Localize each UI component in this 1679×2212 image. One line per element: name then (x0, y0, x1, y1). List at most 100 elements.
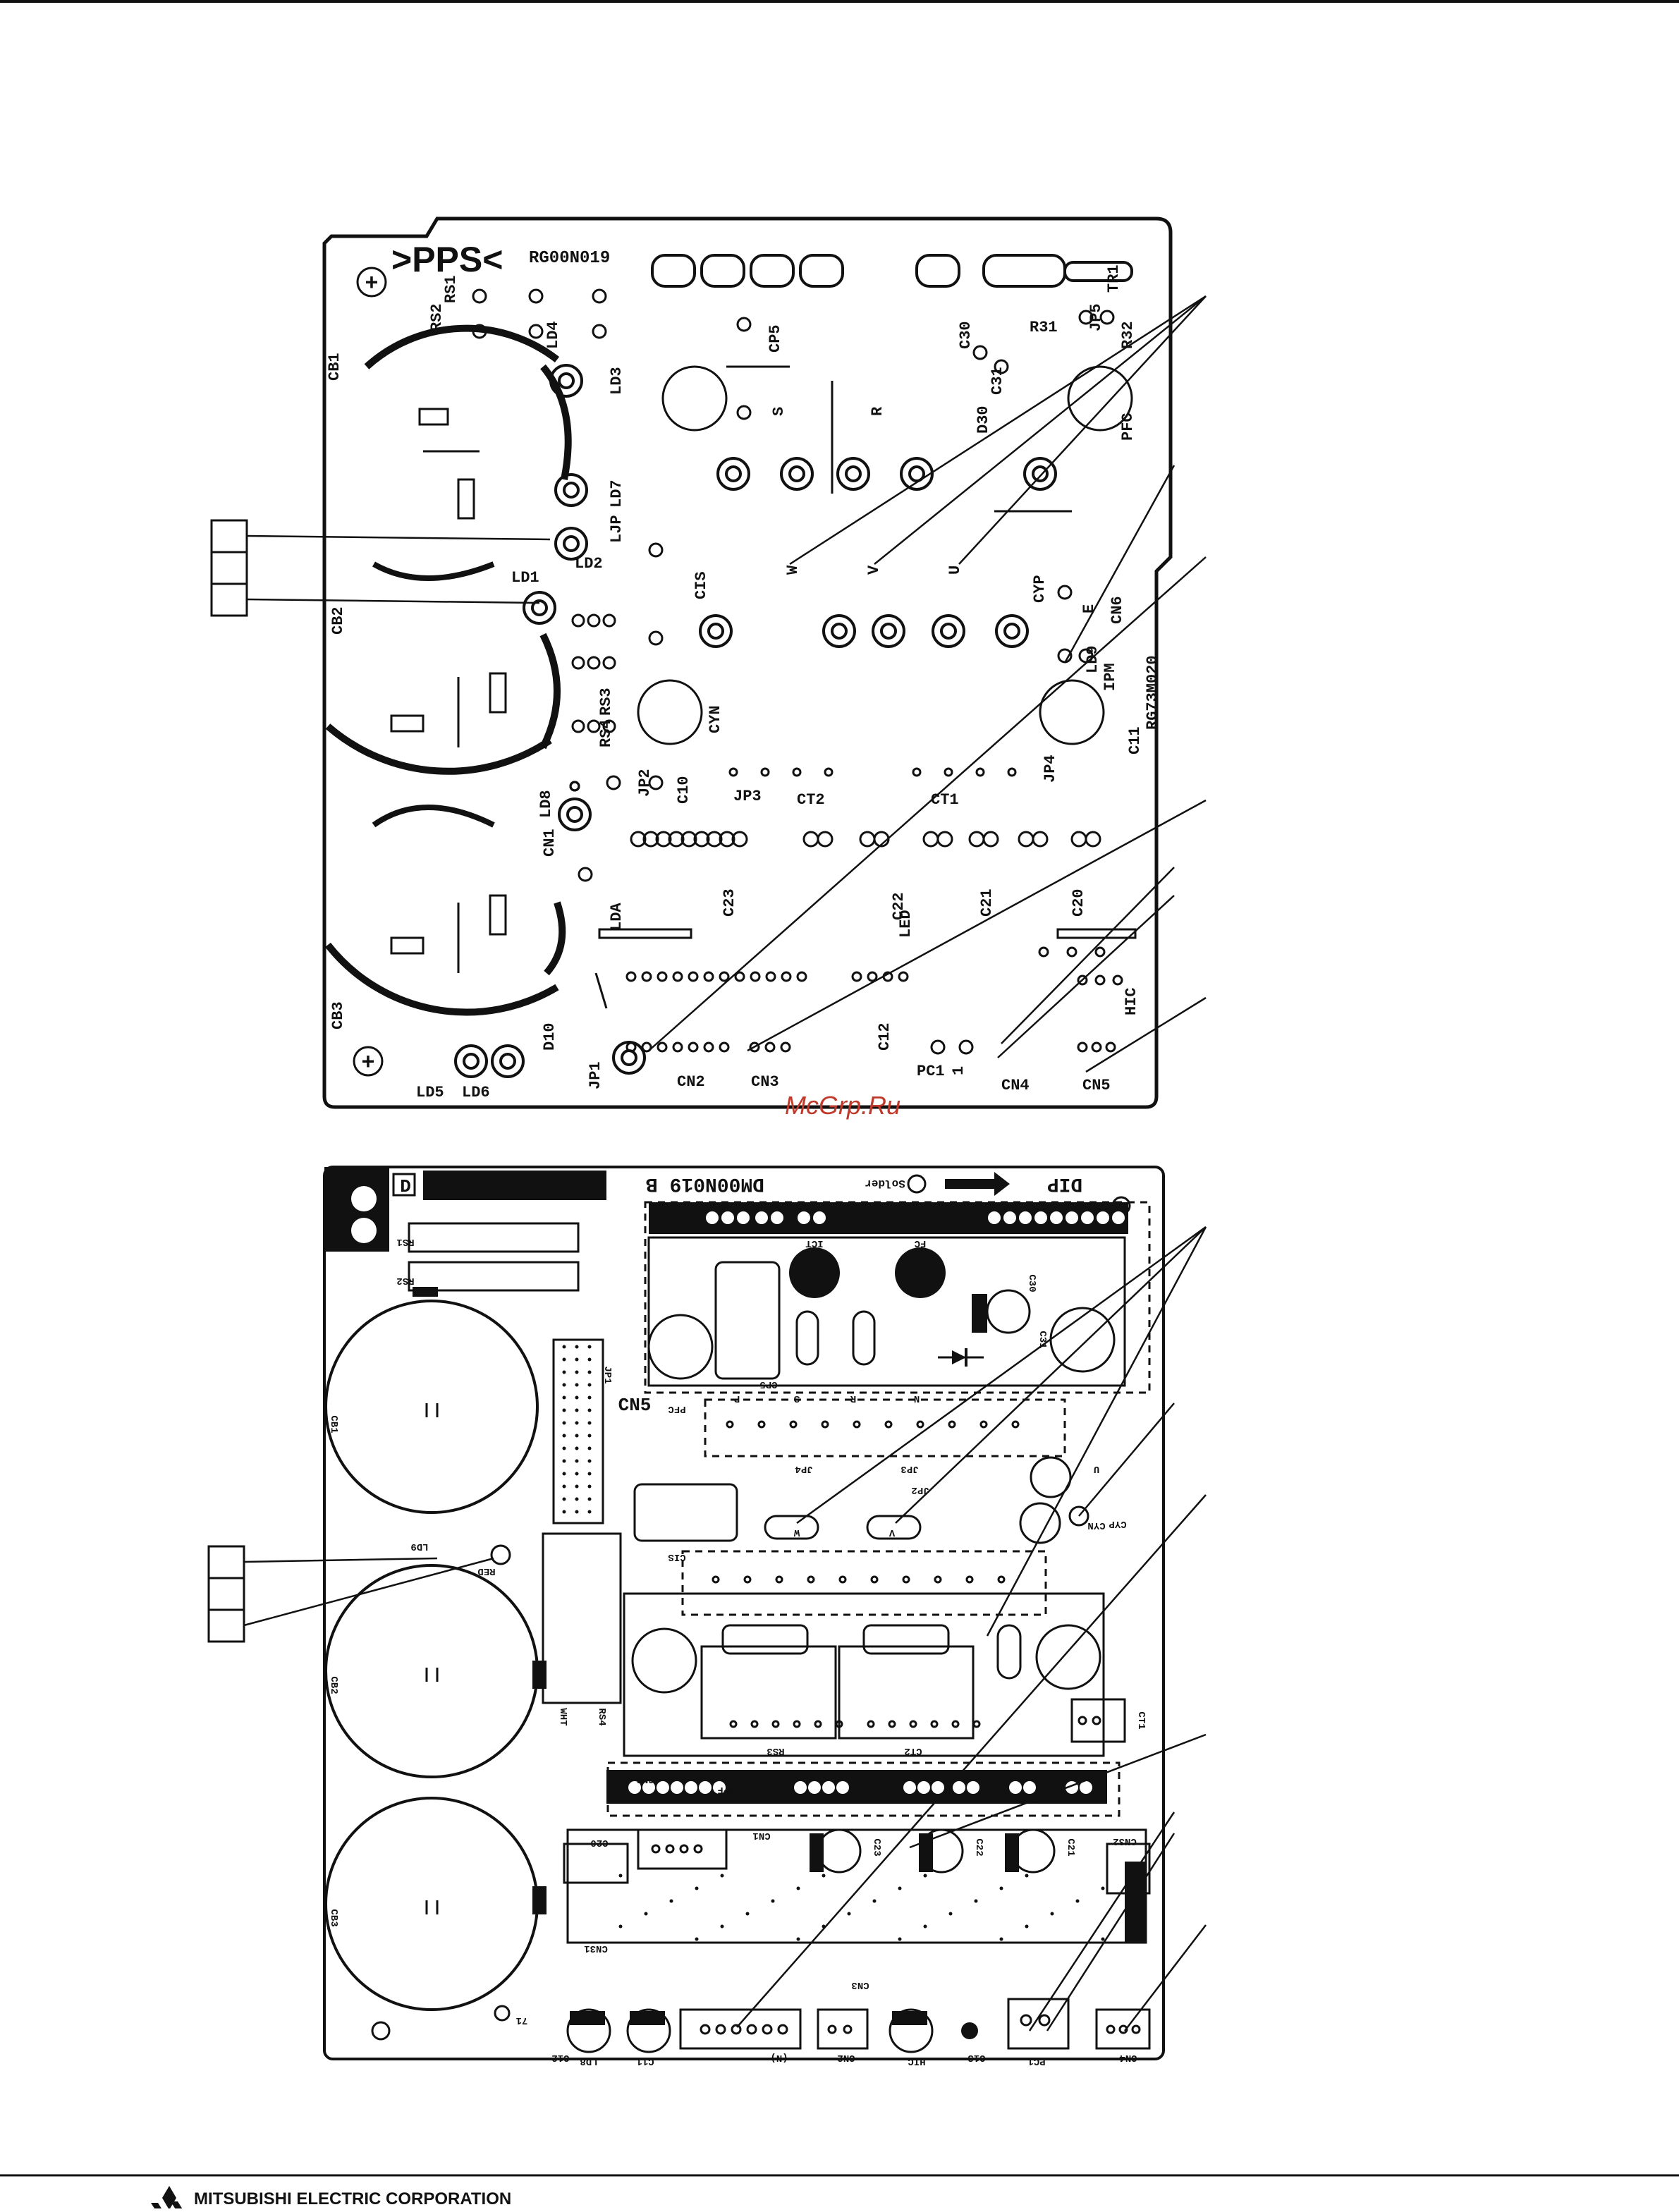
top-label-cp5: CP5 (767, 324, 784, 353)
bottom-label-jp4: JP4 (795, 1463, 812, 1474)
top-label-cn2: CN2 (677, 1073, 705, 1091)
callout-line (909, 1733, 1207, 1849)
top-label-cn3: CN3 (751, 1073, 779, 1091)
bottom-label-cn4: CN4 (1119, 2052, 1137, 2063)
callout-line (1063, 465, 1176, 664)
top-label-d30: D30 (975, 405, 992, 434)
side-bracket-bottom (207, 1545, 245, 1643)
top-label-ct2: CT2 (797, 791, 825, 809)
bottom-label-wht: WHT (557, 1708, 568, 1725)
callout-line (747, 799, 1207, 1052)
bottom-label-v: V (889, 1527, 895, 1538)
callout-line (1085, 996, 1207, 1073)
svg-text:+: + (361, 1050, 374, 1076)
top-label-c21: C21 (978, 888, 996, 917)
bottom-label-ld8: LD8 (580, 2055, 597, 2067)
top-label-c31: C31 (989, 367, 1006, 395)
top-label-c12: C12 (876, 1022, 893, 1051)
top-label-rs3: RS3 (597, 688, 615, 716)
callout-line (895, 1226, 1207, 1524)
top-label-cb1: CB1 (326, 353, 343, 381)
callout-line (1001, 867, 1175, 1044)
bottom-board-outline (323, 1166, 1165, 2060)
callout-line (648, 556, 1207, 1051)
top-label-cb3: CB3 (329, 1001, 347, 1029)
top-label-r: R (869, 406, 886, 416)
top-label-1: 1 (950, 1066, 967, 1075)
bottom-label-w: W (793, 1527, 800, 1538)
side-bracket-top (210, 519, 248, 617)
bottom-label-n: N (914, 1393, 920, 1404)
top-label-c22: C22 (890, 892, 908, 920)
top-label-r31: R31 (1030, 319, 1058, 336)
top-label-c10: C10 (675, 776, 692, 804)
bottom-label-rs1: RS1 (396, 1236, 414, 1247)
top-label-c30: C30 (957, 321, 975, 349)
bottom-label-pc1: PC1 (1027, 2055, 1045, 2067)
callout-line (796, 1226, 1207, 1524)
bottom-label-cb3: CB3 (328, 1909, 339, 1926)
bottom-label-n: (N) (770, 2052, 788, 2063)
top-label-u: U (946, 566, 964, 575)
top-label-w: W (784, 565, 802, 575)
top-label-ld1: LD1 (511, 569, 539, 587)
bottom-label-cn3: CN3 (851, 1979, 869, 1991)
callout-line (1028, 1811, 1176, 2031)
top-label-cn4: CN4 (1001, 1077, 1030, 1094)
bottom-label-ct1: CT1 (1135, 1711, 1147, 1729)
callout-line (246, 598, 540, 604)
top-label-ld2: LD2 (575, 555, 603, 573)
top-label-cn5: CN5 (1082, 1077, 1111, 1094)
top-label-cn1: CN1 (541, 829, 558, 857)
top-label-cyp: CYP (1031, 575, 1049, 603)
top-label-r32: R32 (1119, 321, 1137, 349)
bottom-label-cn32: CN32 (1113, 1835, 1137, 1847)
bottom-label-jp1: JP1 (602, 1366, 613, 1383)
callout-line (986, 1226, 1207, 1637)
mitsubishi-logo-icon (151, 2186, 185, 2212)
bottom-label-red: RED (477, 1565, 495, 1577)
dip-label: DIP (1047, 1173, 1082, 1194)
callout-line (243, 1557, 494, 1627)
bottom-label-ld9: LD9 (410, 1541, 428, 1552)
bottom-label-rs2: RS2 (396, 1275, 414, 1286)
top-label-c11: C11 (1126, 726, 1144, 754)
bottom-label-fc: FC (914, 1238, 926, 1249)
top-label-jp4: JP4 (1042, 754, 1059, 783)
bottom-label-s: S (794, 1393, 800, 1404)
callout-line (736, 1494, 1207, 2028)
callout-line (1046, 1833, 1176, 2031)
bottom-label-r: R (850, 1393, 856, 1404)
bottom-label-hic: HIC (908, 2055, 926, 2067)
top-label-s: S (770, 407, 788, 416)
top-label-rs4: RS4 (597, 719, 615, 747)
top-board-code: RG00N019 (529, 249, 610, 268)
top-label-cis: CIS (692, 571, 710, 599)
bottom-label-rs3: RS3 (767, 1745, 784, 1756)
bottom-label-jpf: JPF (717, 1784, 735, 1795)
bottom-label-cn1: CN1 (752, 1830, 770, 1841)
bottom-label-c21: C21 (1065, 1838, 1076, 1856)
bottom-label-c23: C23 (871, 1838, 882, 1856)
top-label-ljp: LJP (608, 515, 625, 543)
bottom-board-code: DM00N019 B (646, 1173, 764, 1194)
top-label-pc1: PC1 (917, 1063, 945, 1080)
bottom-label-c30: C30 (1026, 1274, 1037, 1292)
bottom-label-pfc: PFC (668, 1403, 686, 1414)
callout-lines (243, 295, 1207, 2031)
top-label-cyn: CYN (707, 705, 724, 733)
bottom-label-cn5: CN5 (618, 1395, 652, 1416)
bottom-label-cb2: CB2 (328, 1676, 339, 1694)
callout-line (958, 295, 1207, 565)
bottom-label-71: 71 (516, 2015, 528, 2026)
top-board-outline: + + (322, 216, 1173, 1109)
bottom-label-cp5: CP5 (759, 1379, 777, 1390)
bottom-label-c11: C11 (636, 2055, 654, 2067)
svg-text:+: + (365, 271, 378, 297)
bottom-label-ict: ICT (805, 1238, 823, 1249)
top-label-ct1: CT1 (931, 791, 959, 809)
top-label-jp3: JP3 (733, 788, 762, 805)
bottom-label-c20: C20 (590, 1837, 608, 1848)
